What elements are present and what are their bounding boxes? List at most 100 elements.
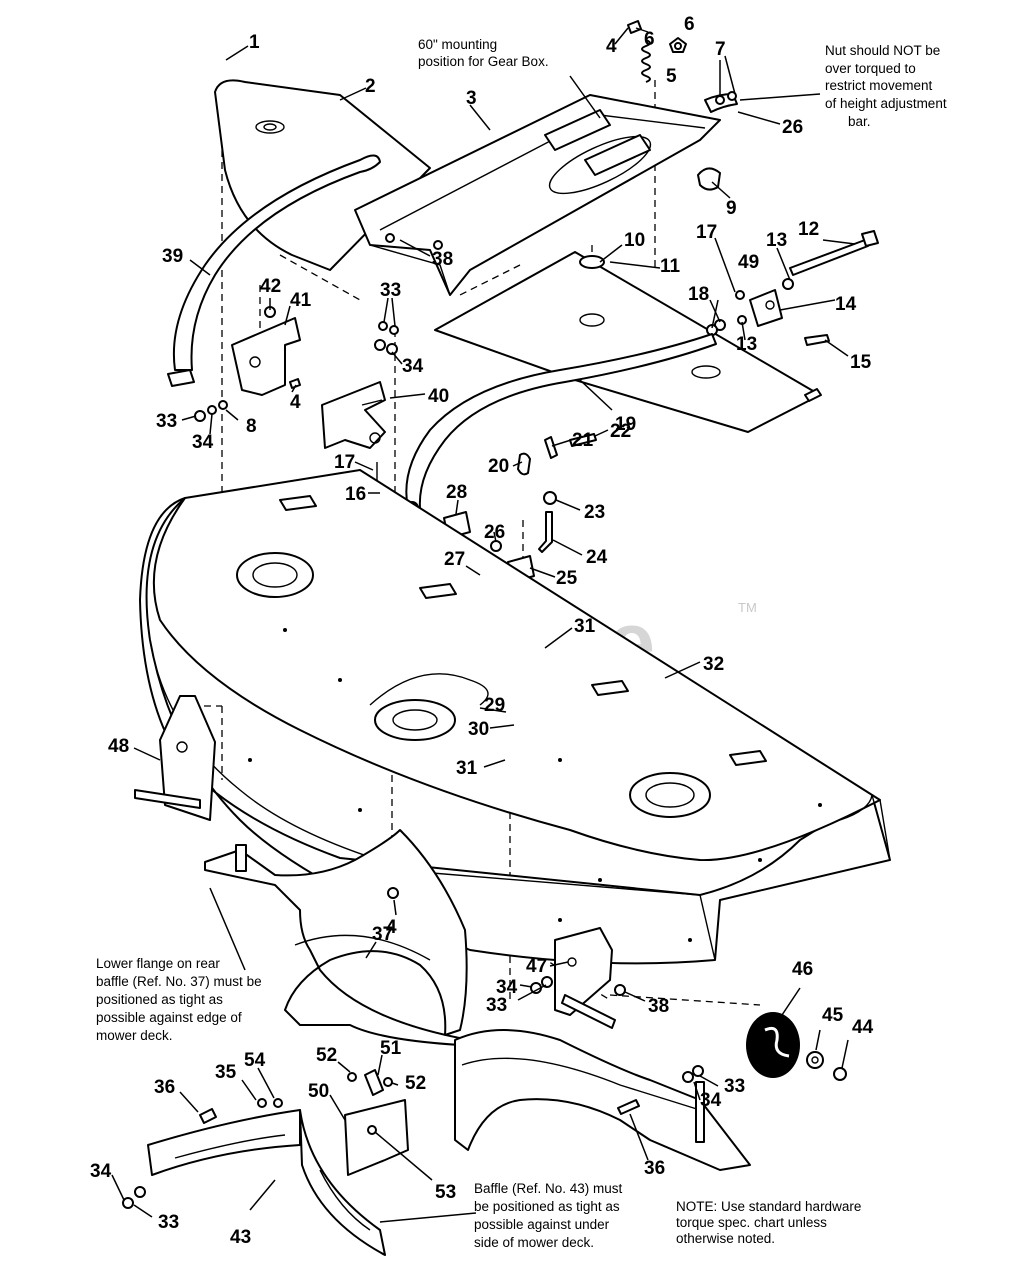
anti-scalp-wheel: [746, 1012, 847, 1081]
svg-text:Lower flange on rear: Lower flange on rear: [96, 956, 220, 971]
callout: 7: [715, 39, 726, 60]
watermark-trademark: TM: [738, 600, 757, 615]
callout: 47: [526, 956, 547, 977]
note-rear-baffle: Lower flange on rear baffle (Ref. No. 37…: [96, 956, 262, 1043]
note-gearbox: 60" mounting position for Gear Box.: [418, 37, 549, 69]
callout: 33: [158, 1212, 179, 1233]
gearbox-bracket: [354, 94, 721, 296]
callout: 4: [606, 36, 617, 57]
callout: 20: [488, 456, 509, 477]
lower-hardware: [122, 887, 626, 1209]
callout: 21: [572, 430, 594, 451]
callout: 1: [249, 32, 260, 53]
callout: 23: [584, 502, 605, 523]
svg-text:over torqued to: over torqued to: [825, 61, 916, 76]
right-hardware: [706, 230, 879, 346]
callout: 39: [162, 246, 183, 267]
front-baffle: [454, 1029, 751, 1171]
callout: 36: [644, 1158, 665, 1179]
callout: 26: [782, 117, 803, 138]
callout: 33: [380, 280, 401, 301]
svg-text:of height adjustment: of height adjustment: [825, 96, 947, 111]
callout: 18: [688, 284, 709, 305]
callout: 37: [372, 924, 393, 945]
svg-text:baffle (Ref. No. 37) must be: baffle (Ref. No. 37) must be: [96, 974, 262, 989]
callout: 33: [724, 1076, 745, 1097]
callout: 16: [345, 484, 366, 505]
callout: 19: [615, 414, 636, 435]
callout: 13: [766, 230, 787, 251]
svg-text:possible against edge of: possible against edge of: [96, 1010, 242, 1025]
callout: 2: [365, 76, 376, 97]
callout: 35: [215, 1062, 237, 1083]
curved-baffle: [147, 1109, 386, 1256]
callout: 11: [660, 256, 681, 277]
callout: 4: [290, 392, 301, 413]
callout: 48: [108, 736, 129, 757]
callout: 26: [484, 522, 505, 543]
callout: 52: [405, 1073, 426, 1094]
callout: 17: [334, 452, 355, 473]
callout: 38: [648, 996, 669, 1017]
callout: 6: [684, 14, 695, 35]
callout: 17: [696, 222, 717, 243]
rear-baffle: [204, 829, 471, 1046]
svg-text:position for Gear Box.: position for Gear Box.: [418, 54, 549, 69]
svg-text:Baffle (Ref. No. 43) must: Baffle (Ref. No. 43) must: [474, 1181, 623, 1196]
callout: 28: [446, 482, 467, 503]
callout-numbers: 1 2 3 4 6 6 5 7 26 9 10 11 17 49 13 12 1…: [90, 14, 874, 1248]
svg-text:Nut should NOT be: Nut should NOT be: [825, 43, 940, 58]
callout: 46: [792, 959, 813, 980]
callout: 52: [316, 1045, 337, 1066]
svg-text:restrict movement: restrict movement: [825, 78, 933, 93]
callout: 25: [556, 568, 578, 589]
callout: 34: [496, 977, 518, 998]
callout: 43: [230, 1227, 251, 1248]
callout: 9: [726, 198, 737, 219]
callout: 30: [468, 719, 489, 740]
callout: 3: [466, 88, 477, 109]
callout: 6: [644, 29, 655, 50]
callout: 14: [835, 294, 857, 315]
mower-deck: [139, 469, 891, 965]
svg-text:torque spec. chart unless: torque spec. chart unless: [676, 1215, 827, 1230]
callout: 34: [402, 356, 424, 377]
svg-text:otherwise noted.: otherwise noted.: [676, 1231, 775, 1246]
baffle-support-bracket: [554, 927, 616, 1029]
svg-text:possible against under: possible against under: [474, 1217, 610, 1232]
callout: 34: [90, 1161, 112, 1182]
callout: 42: [260, 276, 281, 297]
svg-text:positioned as tight as: positioned as tight as: [96, 992, 223, 1007]
callout: 34: [192, 432, 214, 453]
callout: 5: [666, 66, 677, 87]
callout: 54: [244, 1050, 266, 1071]
svg-text:bar.: bar.: [848, 114, 871, 129]
deck-hanger-bracket: [134, 695, 216, 821]
callout: 22: [610, 421, 631, 442]
note-torque-chart: NOTE: Use standard hardware torque spec.…: [676, 1199, 861, 1246]
svg-text:60" mounting: 60" mounting: [418, 37, 497, 52]
callout: 31: [456, 758, 478, 779]
callout: 8: [246, 416, 257, 437]
callout: 4: [386, 917, 397, 938]
callout: 50: [308, 1081, 329, 1102]
callout: 10: [624, 230, 645, 251]
callout: 15: [850, 352, 872, 373]
callout: 36: [154, 1077, 175, 1098]
svg-text:NOTE: Use standard hardware: NOTE: Use standard hardware: [676, 1199, 861, 1214]
callout: 44: [852, 1017, 874, 1038]
callout: 53: [435, 1182, 456, 1203]
callout: 45: [822, 1005, 844, 1026]
callout: 24: [586, 547, 608, 568]
callout: 27: [444, 549, 465, 570]
callout: 51: [380, 1038, 402, 1059]
callout: 40: [428, 386, 449, 407]
svg-text:mower deck.: mower deck.: [96, 1028, 173, 1043]
callout: 34: [700, 1090, 722, 1111]
top-hardware: [627, 20, 738, 113]
callout: 32: [703, 654, 724, 675]
callout: 33: [486, 995, 507, 1016]
lift-handle: [167, 154, 381, 387]
